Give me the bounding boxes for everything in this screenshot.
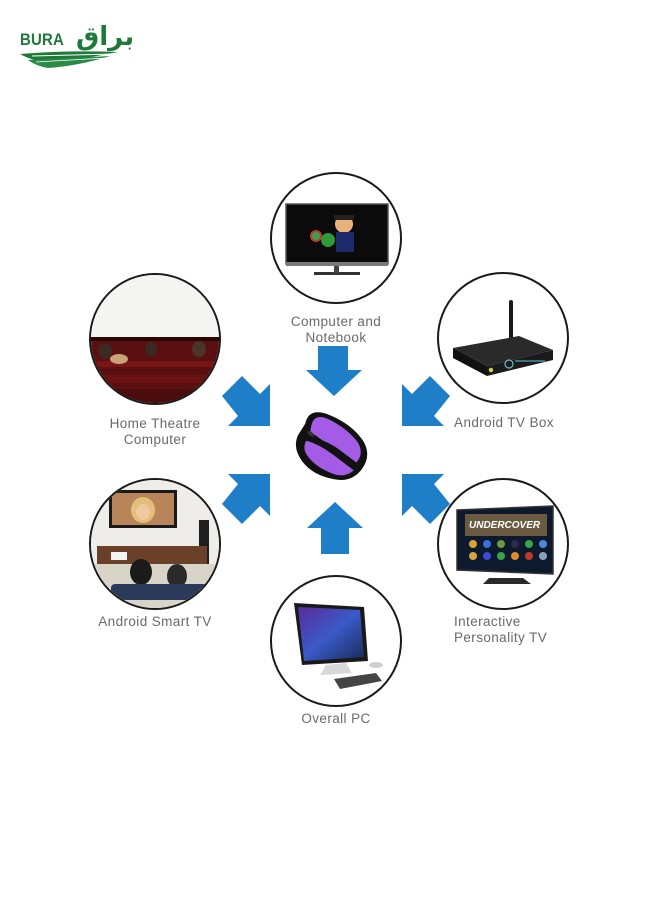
- set-top-box-icon: [453, 300, 553, 376]
- arrow-up-icon: [305, 502, 365, 562]
- device-circle-android-smart-tv: [89, 478, 221, 610]
- arrow-up-left-icon: [392, 466, 452, 526]
- label-line-1: Android TV Box: [454, 415, 554, 430]
- label-line-1: Android Smart TV: [98, 614, 212, 629]
- wireless-mouse-icon: [272, 408, 376, 500]
- arrow-down-icon: [304, 346, 364, 406]
- device-circle-interactive-tv: UNDERCOVER: [437, 478, 569, 610]
- label-line-1: Computer and: [290, 314, 382, 329]
- device-circle-android-tv-box: [437, 272, 569, 404]
- wing-icon: [20, 51, 118, 68]
- device-circle-home-theatre: [89, 273, 221, 405]
- label-line-1: Overall PC: [301, 711, 371, 726]
- living-room-tv-icon: [91, 480, 219, 608]
- label-line-1: Home Theatre: [109, 416, 201, 431]
- app-icons-grid: [469, 540, 547, 560]
- device-label-interactive-tv: Interactive Personality TV: [454, 614, 574, 646]
- cinema-seats-icon: [91, 275, 219, 403]
- brand-logo: BURA براق: [18, 24, 134, 74]
- arrow-down-left-icon: [392, 374, 452, 434]
- label-line-1: Interactive: [454, 614, 521, 629]
- device-circle-computer-notebook: [270, 172, 402, 304]
- brand-logo-latin: BURA: [20, 30, 64, 49]
- all-in-one-pc-icon: [294, 603, 383, 689]
- label-line-2: Computer: [123, 432, 187, 447]
- device-label-android-tv-box: Android TV Box: [446, 415, 562, 431]
- arrow-up-right-icon: [220, 466, 280, 526]
- label-line-2: Personality TV: [454, 630, 548, 645]
- device-circle-overall-pc: [270, 575, 402, 707]
- device-label-computer-notebook: Computer and Notebook: [272, 314, 400, 346]
- smart-tv-apps-icon: UNDERCOVER: [456, 505, 554, 584]
- brand-logo-arabic: براق: [76, 22, 135, 52]
- undercover-banner: UNDERCOVER: [469, 520, 541, 531]
- device-label-android-smart-tv: Android Smart TV: [90, 614, 220, 630]
- flat-tv-icon: [285, 203, 389, 275]
- device-label-home-theatre: Home Theatre Computer: [90, 416, 220, 448]
- label-line-2: Notebook: [305, 330, 367, 345]
- device-label-overall-pc: Overall PC: [272, 711, 400, 727]
- arrow-down-right-icon: [220, 374, 280, 434]
